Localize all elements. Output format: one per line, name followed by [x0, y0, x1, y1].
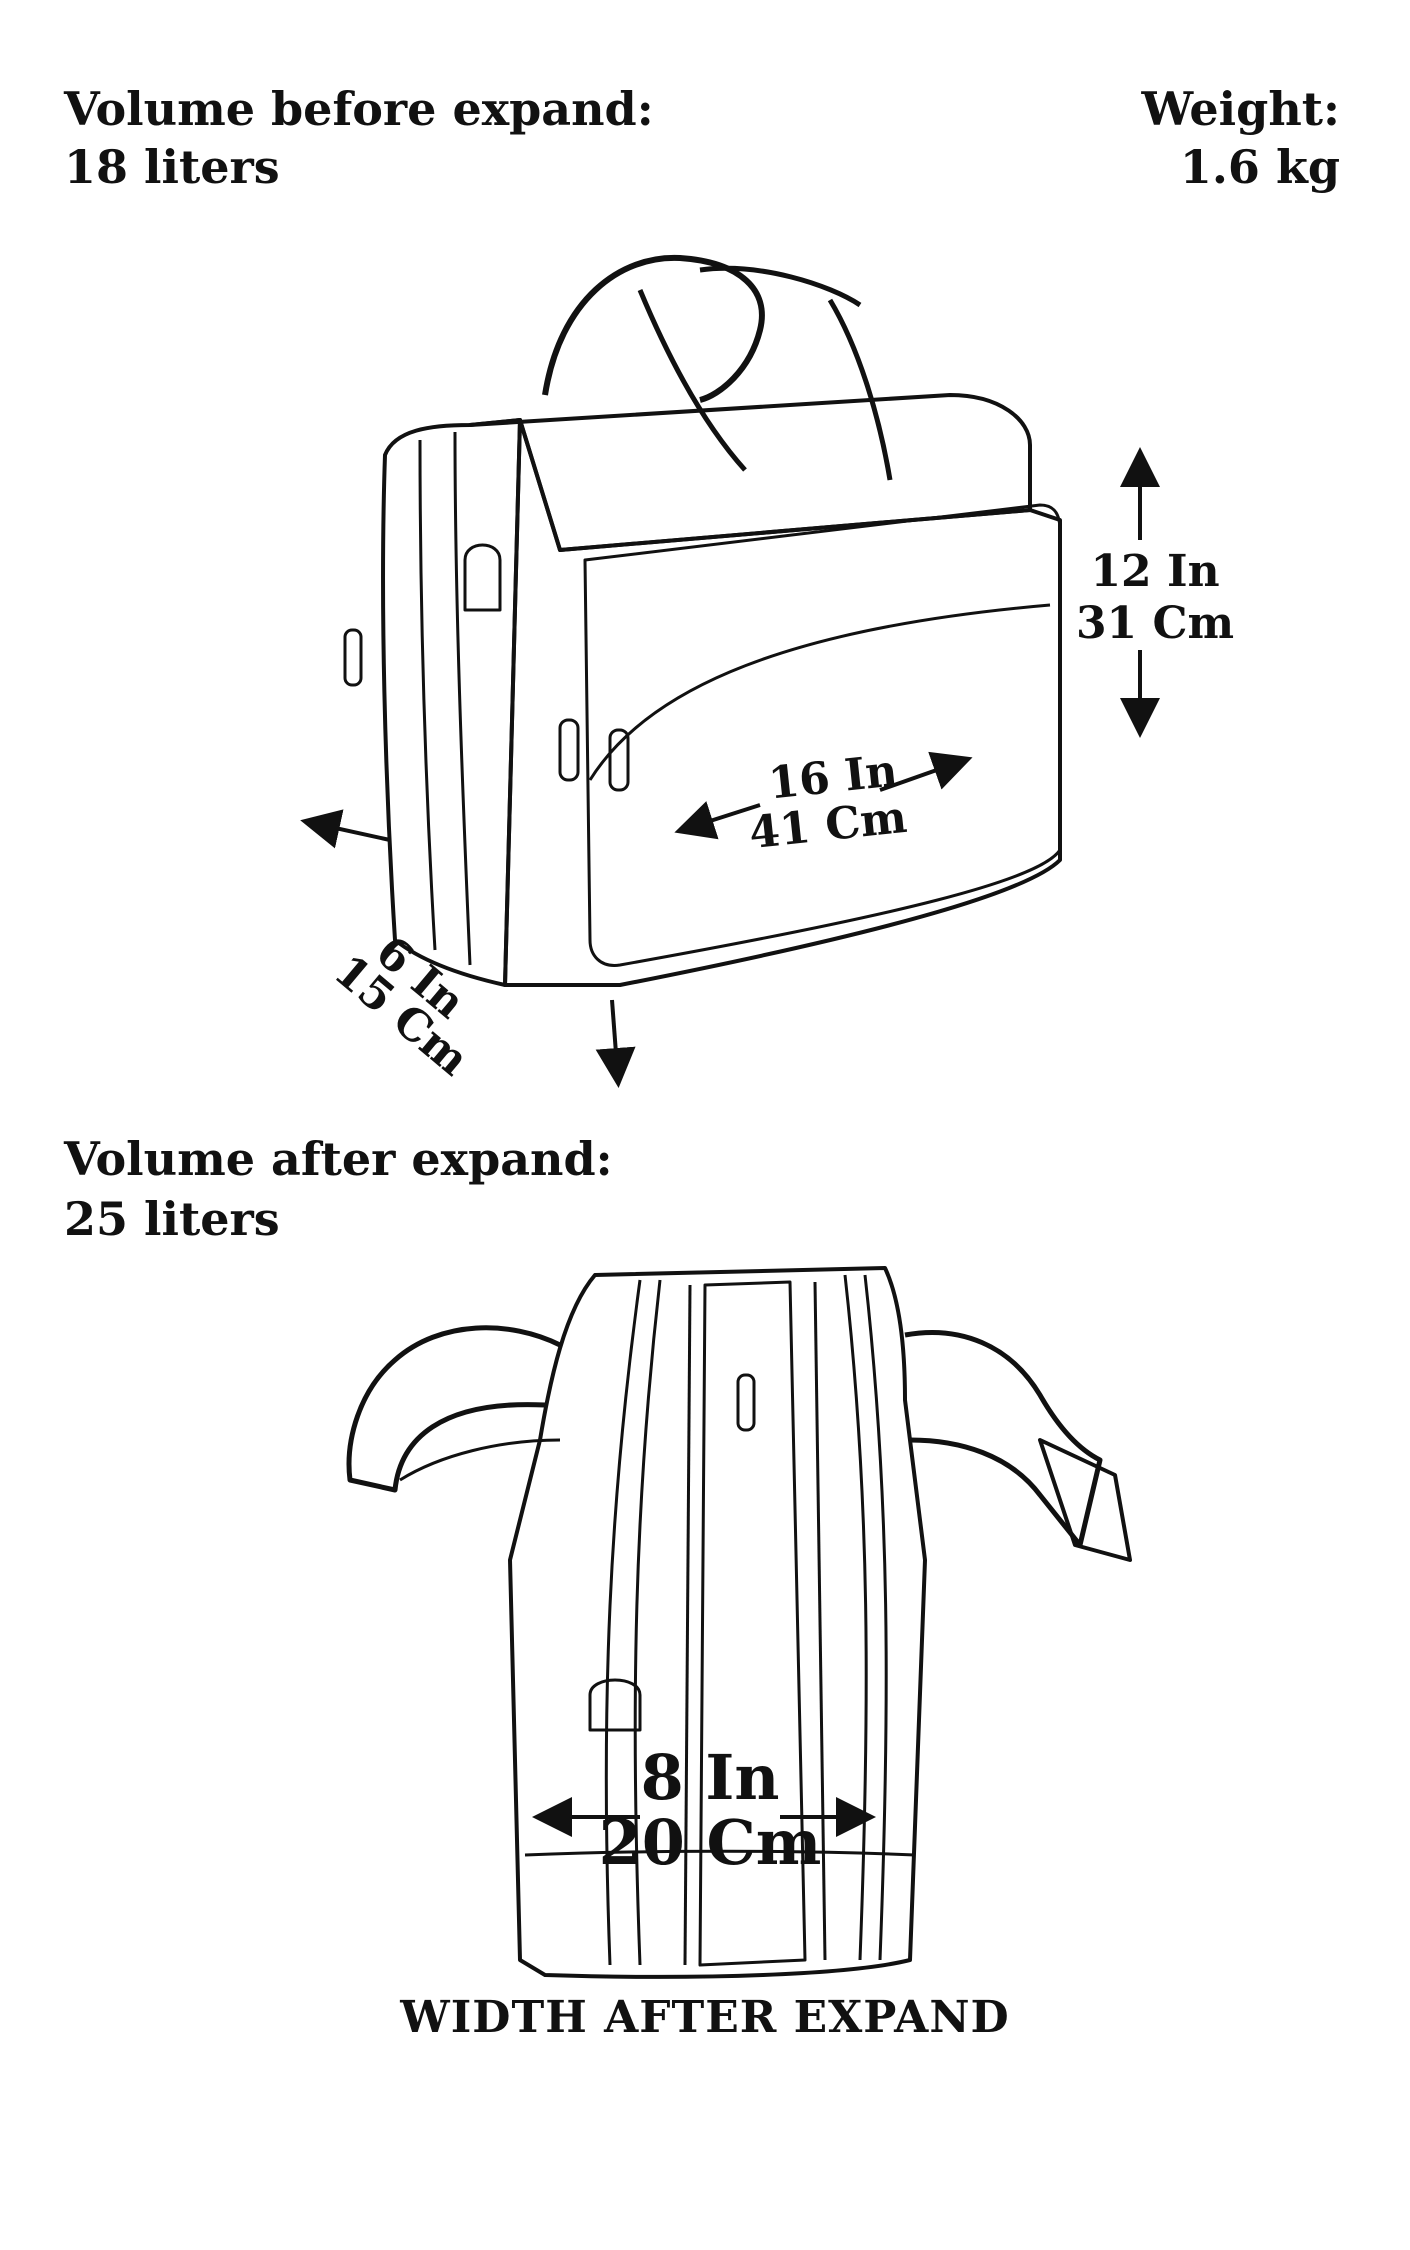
height-cm: 31 Cm: [1075, 598, 1235, 649]
height-inches: 12 In: [1090, 546, 1220, 597]
expanded-width-cm: 20 Cm: [598, 1806, 822, 1879]
depth-arrow-left: [300, 809, 391, 849]
zipper-pull: [558, 718, 580, 782]
bag-handle: [542, 254, 765, 403]
bag-handle-right: [904, 1330, 1103, 1548]
bag-side-view: [346, 1266, 1132, 1979]
d-ring-side: [588, 1678, 642, 1732]
expansion-gusset: [698, 1280, 807, 1967]
length-arrow-right: [879, 751, 973, 792]
weight-value: 1.6 kg: [1179, 140, 1340, 194]
bag-front-pocket: [583, 503, 1062, 967]
width-caption: WIDTH AFTER EXPAND: [400, 1992, 1010, 2043]
volume-after-value: 25 liters: [64, 1192, 280, 1246]
depth-arrow-down: [595, 999, 636, 1088]
volume-before-value: 18 liters: [64, 140, 280, 194]
d-ring: [463, 543, 502, 612]
volume-before-label: Volume before expand:: [64, 82, 654, 136]
length-arrow-left: [674, 801, 761, 840]
weight-label: Weight:: [1141, 82, 1341, 136]
zipper-pull-center: [736, 1373, 756, 1432]
expanded-width-inches: 8 In: [640, 1741, 780, 1814]
volume-after-label: Volume after expand:: [64, 1132, 613, 1186]
bag-handle-left: [346, 1325, 562, 1493]
bag-front-view: [343, 254, 1062, 987]
